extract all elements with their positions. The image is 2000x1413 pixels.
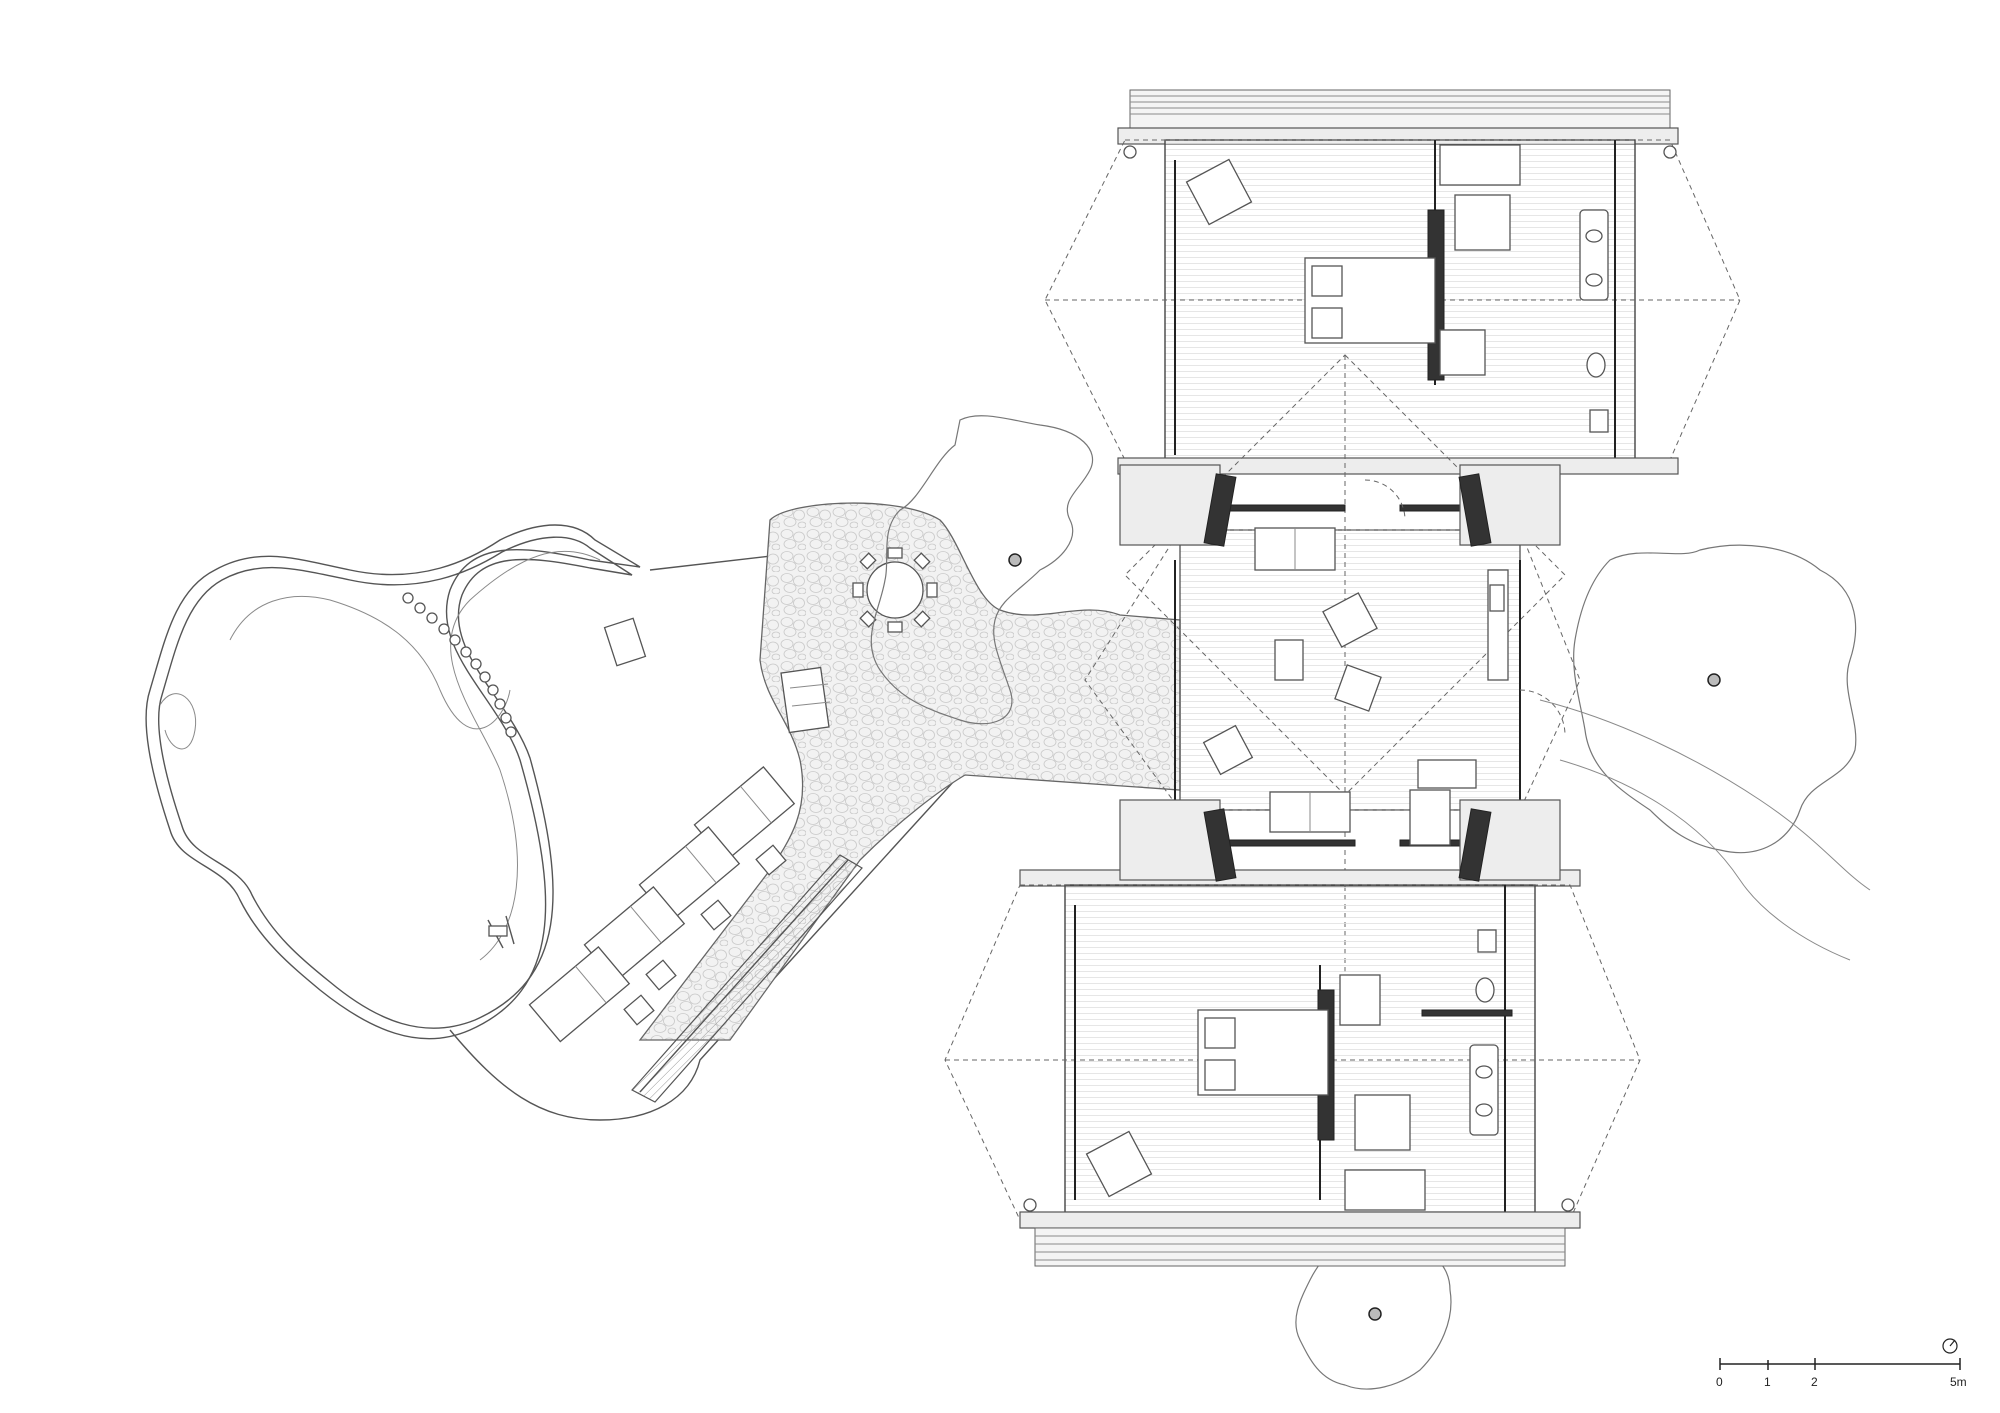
pool-stepping-stones [402,592,517,738]
tree-canopy-west [870,415,1094,725]
scale-bar: 0 1 2 5m [1716,1358,1967,1389]
round-dining-table [852,547,938,633]
stone-terrace [528,502,1181,1103]
scale-label-0: 0 [1716,1375,1723,1389]
scale-label-2: 2 [1811,1375,1818,1389]
swimming-pool [145,524,956,1121]
tree-canopy-east [1539,544,1871,961]
pavilion-north [1044,89,1741,475]
pool-ladder-icon [487,915,515,949]
sun-loungers [528,766,796,1043]
scale-label-1: 1 [1764,1375,1771,1389]
pavilion-south [944,869,1641,1267]
pavilion-middle [1084,354,1581,1000]
connector-beams [1119,464,1561,882]
north-arrow-icon [1942,1338,1958,1354]
scale-label-5m: 5m [1950,1375,1967,1389]
